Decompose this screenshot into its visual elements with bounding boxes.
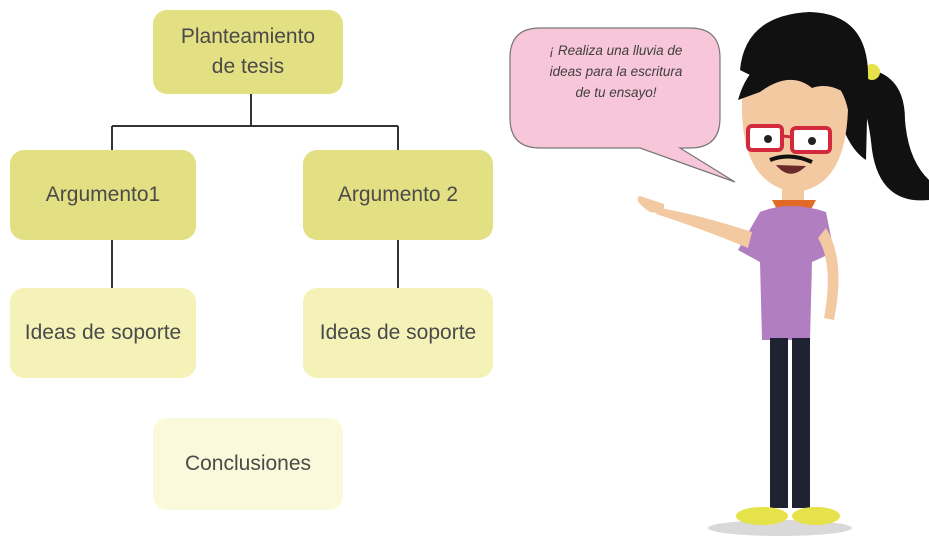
argument-2-label: Argumento 2 xyxy=(337,183,459,206)
thesis-box: Planteamiento de tesis xyxy=(153,10,343,94)
support-2-label: Ideas de soporte xyxy=(319,321,477,344)
support-1-label: Ideas de soporte xyxy=(24,321,182,344)
argument-1-label: Argumento1 xyxy=(45,183,161,206)
support-2-box: Ideas de soporte xyxy=(303,288,493,378)
thesis-label: Planteamiento de tesis xyxy=(180,25,316,78)
support-1-box: Ideas de soporte xyxy=(10,288,196,378)
speech-bubble-shape xyxy=(509,27,736,183)
argument-2-box: Argumento 2 xyxy=(303,150,493,240)
speech-bubble-text: ¡ Realiza una lluvia de ideas para la es… xyxy=(518,40,714,103)
speech-bubble-line-1: ¡ Realiza una lluvia de xyxy=(549,43,683,58)
speech-bubble-line-3: de tu ensayo! xyxy=(575,85,657,100)
argument-1-box: Argumento1 xyxy=(10,150,196,240)
conclusions-box: Conclusiones xyxy=(153,418,343,510)
speech-bubble-line-2: ideas para la escritura xyxy=(549,64,683,79)
conclusions-label: Conclusiones xyxy=(184,452,312,475)
